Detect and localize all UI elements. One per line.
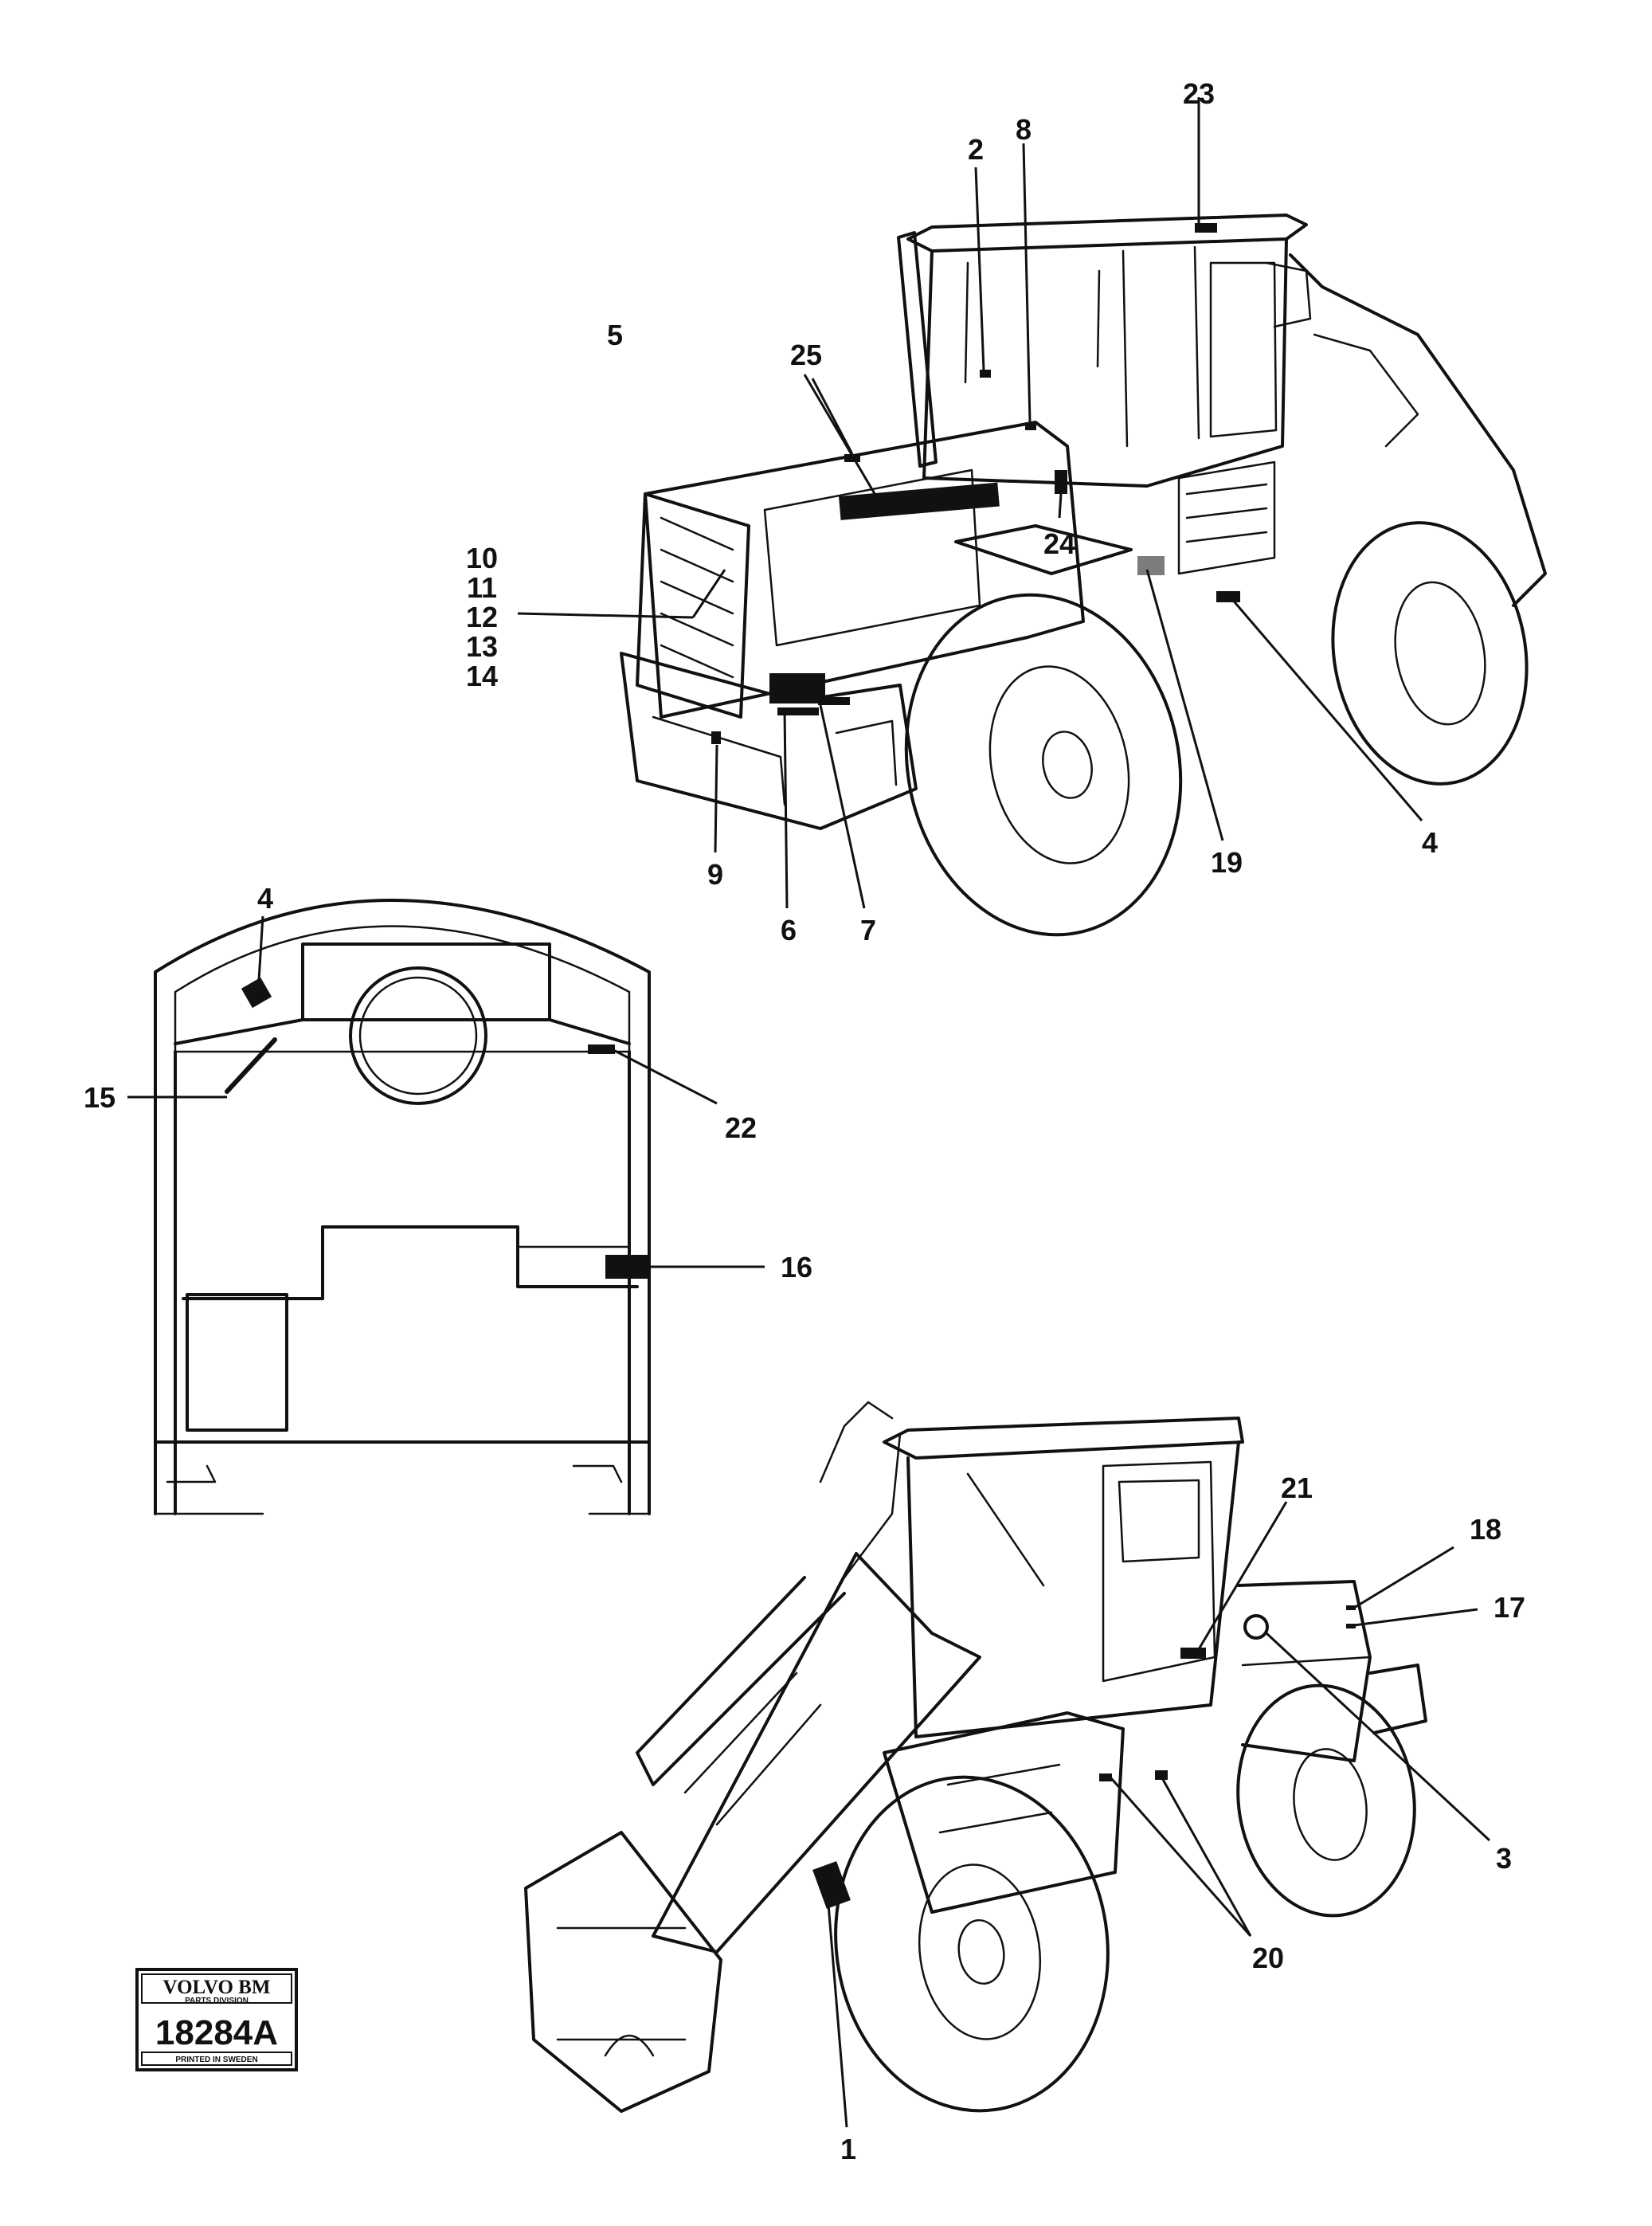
callout-23: 23: [1183, 77, 1215, 110]
callout-8: 8: [1016, 113, 1032, 146]
rear-view-loader-drawing: [620, 214, 1547, 937]
callout-7: 7: [860, 914, 876, 946]
callout-2: 2: [968, 133, 984, 166]
rear-view-leader-lines: [517, 97, 1423, 909]
callout-20: 20: [1252, 1942, 1284, 1974]
callout-6: 6: [781, 914, 797, 946]
callout-24: 24: [1043, 527, 1075, 560]
callout-21: 21: [1281, 1472, 1313, 1504]
cab-interior-drawing: [154, 899, 651, 1515]
callout-25: 25: [790, 339, 822, 371]
stamp-number: 18284A: [155, 2013, 278, 2052]
callout-1: 1: [840, 2133, 856, 2165]
callout-22: 22: [725, 1111, 757, 1144]
callout-13: 13: [466, 630, 498, 663]
stamp-division: PARTS DIVISION: [185, 1997, 249, 2005]
stamp-brand: VOLVO BM: [163, 1977, 271, 1998]
callout-9: 9: [707, 858, 723, 891]
callout-numbers: 23 2 8 5 25 24 10 11 12 13 14 9 6 7 19 4…: [84, 77, 1525, 2165]
callout-16: 16: [781, 1251, 812, 1283]
front-view-loader-drawing: [524, 1401, 1427, 2113]
callout-18: 18: [1470, 1513, 1501, 1546]
callout-14: 14: [466, 660, 498, 692]
callout-5: 5: [607, 319, 623, 351]
stamp-printed: PRINTED IN SWEDEN: [175, 2056, 257, 2064]
volvo-bm-parts-stamp: VOLVO BM PARTS DIVISION 18284A PRINTED I…: [135, 1968, 298, 2071]
callout-11: 11: [467, 571, 497, 604]
callout-4-cab: 4: [257, 882, 273, 915]
callout-12: 12: [466, 601, 498, 633]
callout-15: 15: [84, 1081, 115, 1114]
cab-interior-leader-lines: [127, 915, 765, 1268]
callout-17: 17: [1493, 1591, 1525, 1624]
callout-19: 19: [1211, 846, 1243, 879]
callout-10: 10: [466, 542, 498, 574]
callout-3: 3: [1496, 1842, 1512, 1875]
callout-4-rear: 4: [1422, 826, 1438, 859]
front-view-leader-lines: [827, 1501, 1491, 2128]
